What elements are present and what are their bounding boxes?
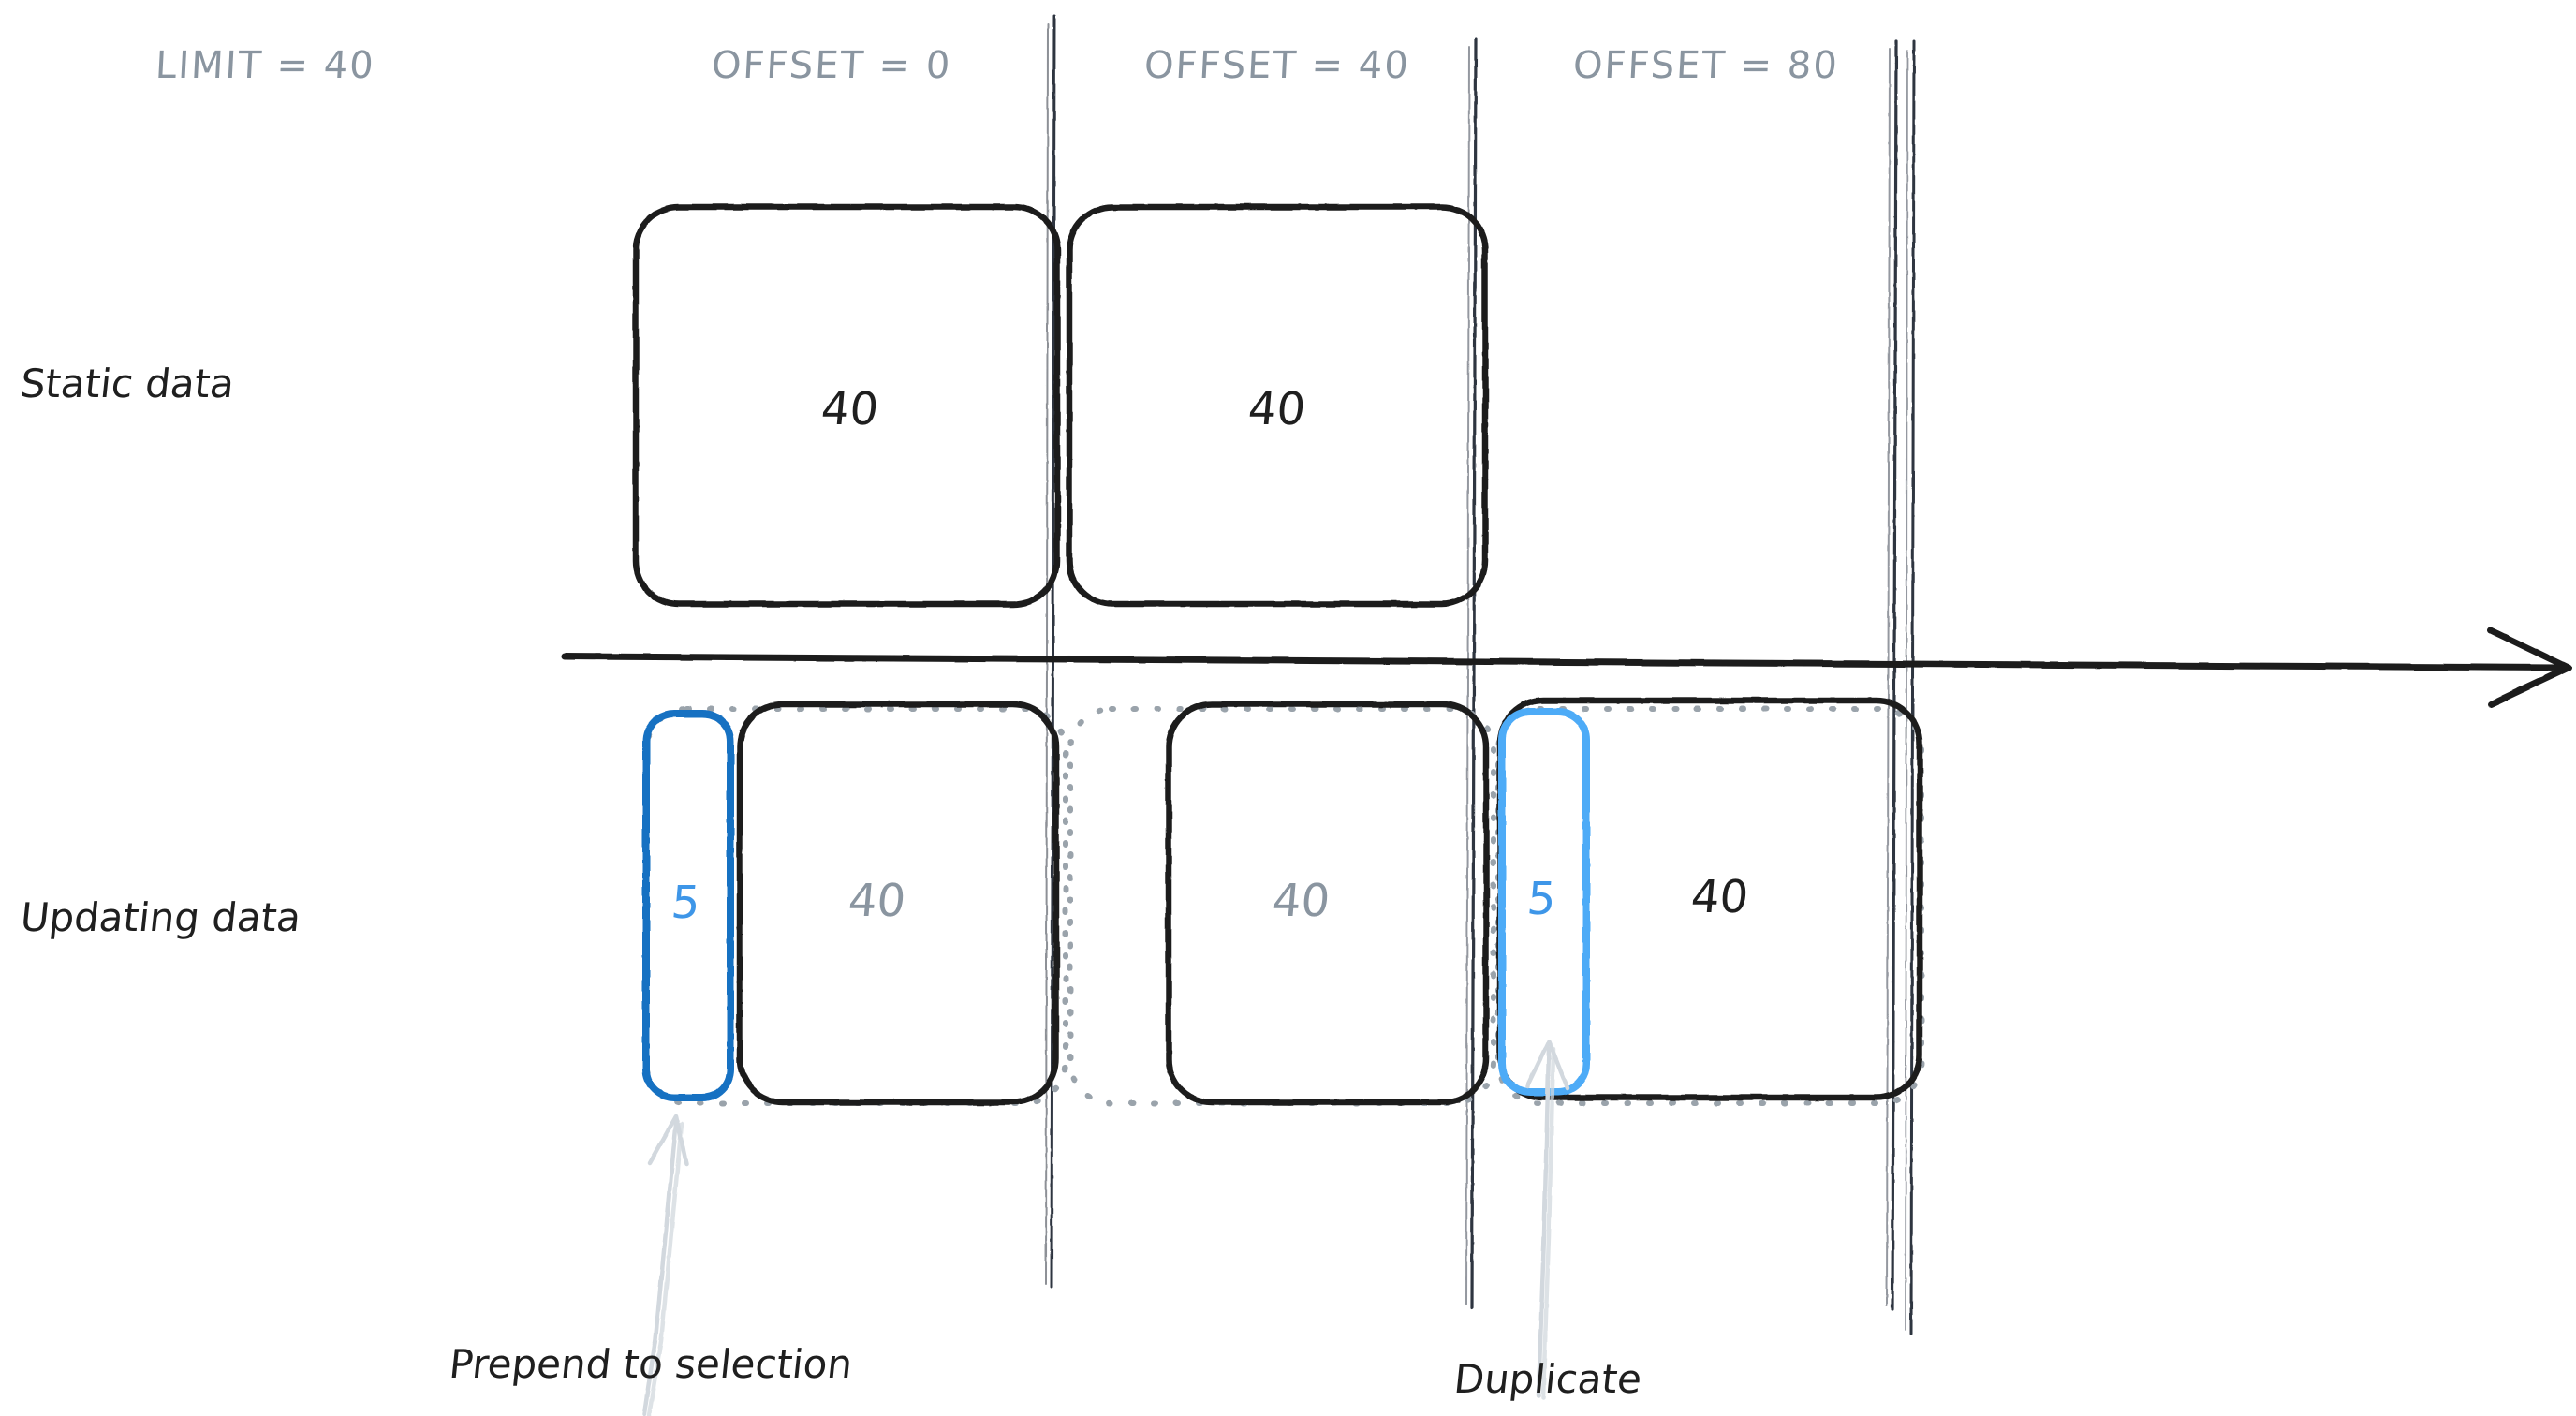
- column-divider-3: [1886, 39, 1898, 1311]
- duplicate-chunk-outline: [1498, 708, 1590, 1096]
- column-divider-2: [1465, 37, 1478, 1309]
- duplicate-chunk-value: 5: [1524, 873, 1558, 925]
- limit-label: LIMIT = 40: [154, 44, 376, 87]
- timeline-arrow-shaft: [561, 653, 2565, 671]
- updating-page-value-3: 40: [1688, 871, 1751, 923]
- timeline-arrow: [561, 627, 2572, 708]
- static-page-box-1: [632, 203, 1061, 608]
- callout-arrow-duplicate: [1524, 1039, 1570, 1400]
- updating-page-boxes: [736, 697, 1923, 1106]
- timeline-arrow-head: [2487, 627, 2572, 708]
- callout-arrows: [641, 1039, 1570, 1416]
- updating-page-box-1: [736, 701, 1060, 1106]
- ghost-outline-2: [1067, 706, 1496, 1106]
- static-page-boxes: [632, 203, 1489, 608]
- updating-page-box-2: [1165, 701, 1490, 1106]
- updating-page-value-2: 40: [1270, 875, 1332, 927]
- row-label-updating: Updating data: [18, 894, 303, 940]
- offset-40-label: OFFSET = 40: [1142, 44, 1411, 87]
- updating-page-value-1: 40: [846, 875, 908, 927]
- offset-80-label: OFFSET = 80: [1571, 44, 1840, 87]
- callout-arrow-prepend: [641, 1114, 689, 1416]
- static-page-value-2: 40: [1245, 383, 1308, 435]
- static-page-value-1: 40: [818, 383, 881, 435]
- annotation-prepend-to-selection: Prepend to selection: [447, 1341, 855, 1387]
- prepend-chunk-value: 5: [669, 877, 702, 929]
- column-divider-4: [1905, 39, 1916, 1335]
- prepend-chunk-outline: [642, 710, 734, 1101]
- highlight-chunks: [642, 708, 1590, 1101]
- column-divider-lines: [1045, 14, 1916, 1335]
- row-label-static: Static data: [18, 361, 237, 406]
- static-page-box-2: [1066, 203, 1489, 608]
- column-divider-1: [1045, 14, 1056, 1289]
- offset-0-label: OFFSET = 0: [710, 44, 953, 87]
- annotation-duplicate: Duplicate: [1451, 1356, 1644, 1402]
